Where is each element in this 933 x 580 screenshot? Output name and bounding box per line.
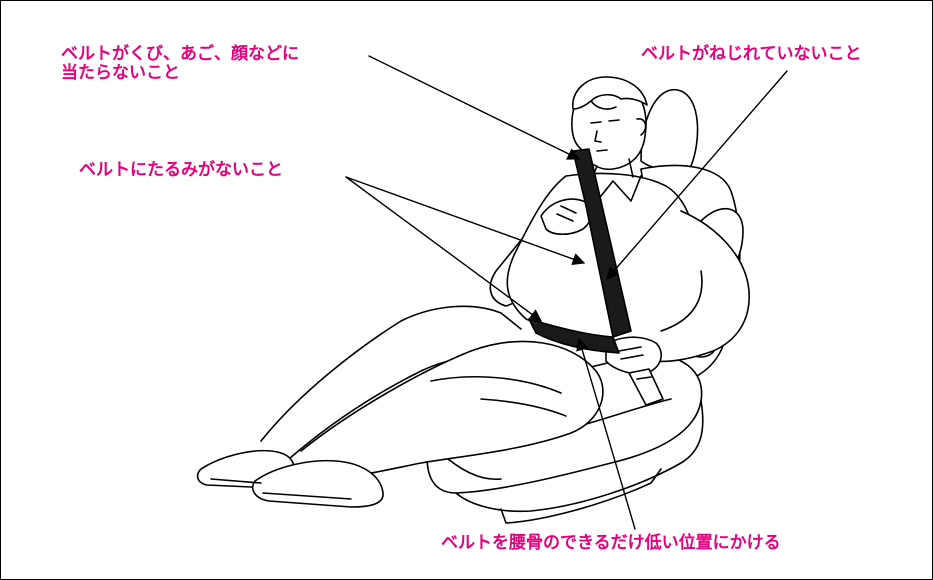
label-neck-line2: 当たらないこと: [61, 63, 180, 83]
leader-twist: [606, 70, 788, 280]
label-belt-not-touching-neck: ベルトがくび、あご、顔などに 当たらないこと: [61, 45, 299, 83]
leader-lines: [345, 55, 788, 530]
head: [571, 76, 648, 182]
seatbelt: [528, 148, 664, 406]
label-belt-no-slack: ベルトにたるみがないこと: [79, 160, 283, 180]
label-neck-line1: ベルトがくび、あご、顔などに: [61, 44, 299, 64]
legs: [196, 305, 604, 508]
label-belt-not-twisted: ベルトがねじれていないこと: [641, 44, 862, 64]
leader-slack-2: [345, 176, 543, 322]
leader-neck: [368, 55, 581, 160]
leader-hip: [576, 337, 636, 530]
label-belt-low-on-hips: ベルトを腰骨のできるだけ低い位置にかける: [441, 533, 781, 553]
leader-slack-1: [345, 176, 586, 266]
